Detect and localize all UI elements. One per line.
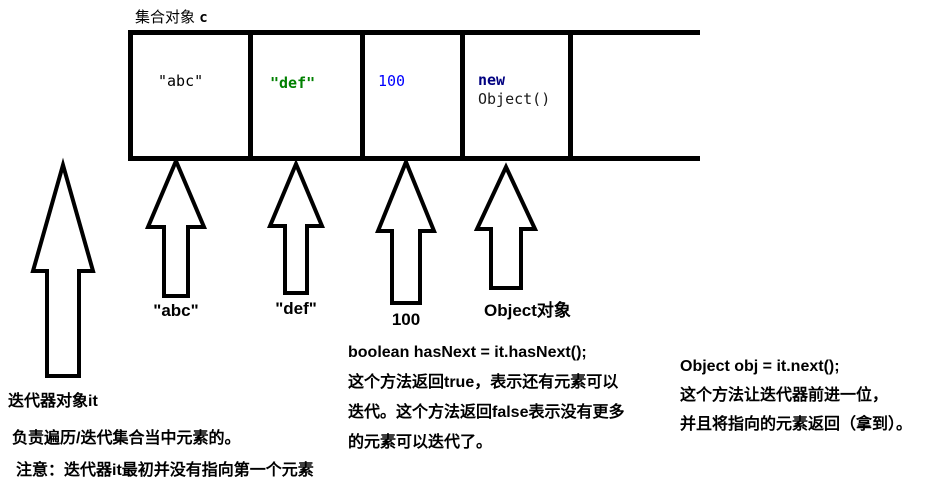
collection-title-label: 集合对象 <box>135 9 196 26</box>
note-next-line-2: 并且将指向的元素返回（拿到）。 <box>680 416 913 433</box>
arrow-to-cell-def <box>266 158 326 295</box>
cell-value-new-object: new Object() <box>478 71 550 109</box>
cell-divider-3 <box>460 35 465 156</box>
arrow-label-object: Object对象 <box>484 301 571 320</box>
arrow-to-cell-object <box>473 162 539 290</box>
note-next-line-1: 这个方法让迭代器前进一位， <box>680 387 889 404</box>
note-iterator-title: 迭代器对象it <box>8 393 98 410</box>
arrow-label-100: 100 <box>391 310 421 329</box>
note-next-code: Object obj = it.next(); <box>680 358 840 375</box>
arrow-label-def: "def" <box>275 299 317 318</box>
note-hasnext-line-2: 迭代。这个方法返回false表示没有更多 <box>348 404 625 421</box>
cell-divider-1 <box>248 35 253 156</box>
cell-divider-4 <box>568 35 573 156</box>
note-iterator-line-1: 负责遍历/迭代集合当中元素的。 <box>12 430 241 447</box>
iterator-position-arrow <box>30 157 96 378</box>
note-hasnext-code: boolean hasNext = it.hasNext(); <box>348 344 587 361</box>
note-hasnext-line-3: 的元素可以迭代了。 <box>348 434 493 451</box>
note-hasnext: boolean hasNext = it.hasNext(); 这个方法返回tr… <box>348 338 624 458</box>
iterator-diagram: { "title": { "label": "集合对象", "var": "c"… <box>8 6 913 479</box>
note-hasnext-line-1: 这个方法返回true，表示还有元素可以 <box>348 374 619 391</box>
collection-title: 集合对象 c <box>135 6 208 27</box>
cell-divider-2 <box>360 35 365 156</box>
arrow-label-abc: "abc" <box>153 301 199 320</box>
arrow-to-cell-100 <box>375 156 437 305</box>
object-constructor: Object() <box>478 90 551 108</box>
cell-value-100: 100 <box>378 72 406 90</box>
note-iterator-line-2: 注意：迭代器it最初并没有指向第一个元素 <box>16 462 314 479</box>
cell-value-def: "def" <box>270 74 316 92</box>
collection-variable-name: c <box>199 10 208 26</box>
keyword-new: new <box>478 71 506 89</box>
collection-box: "abc" "def" 100 new Object() <box>128 30 700 161</box>
cell-value-abc: "abc" <box>158 72 204 90</box>
note-iterator: 迭代器对象it 负责遍历/迭代集合当中元素的。 注意：迭代器it最初并没有指向第… <box>8 387 314 480</box>
note-next: Object obj = it.next(); 这个方法让迭代器前进一位， 并且… <box>680 352 912 439</box>
arrow-to-cell-abc <box>144 155 208 298</box>
